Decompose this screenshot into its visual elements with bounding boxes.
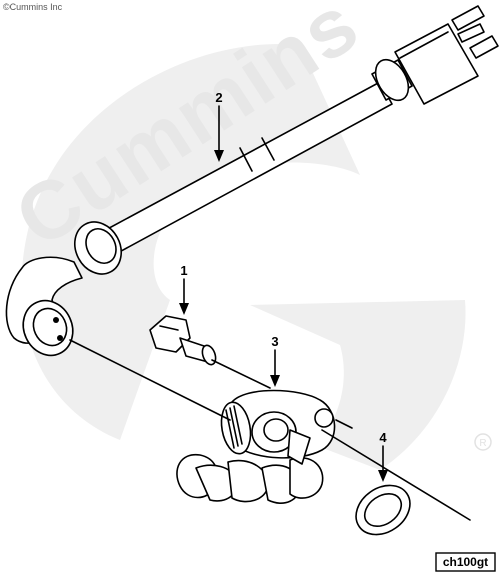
callout-arrows (179, 105, 388, 482)
part-4-o-ring (355, 484, 411, 536)
arrow-4-head (378, 470, 388, 482)
arrow-3-head (270, 375, 280, 387)
part-1-capscrew (149, 315, 217, 366)
assembly-centerlines (69, 339, 471, 521)
arrow-1-head (179, 303, 189, 315)
callout-2: 2 (215, 90, 222, 105)
part-3-heater-element (176, 389, 336, 504)
registered-mark-icon: R (479, 438, 486, 449)
callout-4: 4 (379, 430, 387, 445)
registered-mark-circle (474, 433, 492, 451)
part-2-heater-cable (5, 5, 499, 357)
copyright-text: ©Cummins Inc (3, 2, 63, 12)
figure-id-box: ch100gt (435, 552, 496, 572)
callout-1: 1 (180, 263, 187, 278)
arrow-2-head (214, 150, 224, 162)
figure-id-text: ch100gt (443, 555, 488, 569)
callout-3: 3 (271, 334, 278, 349)
